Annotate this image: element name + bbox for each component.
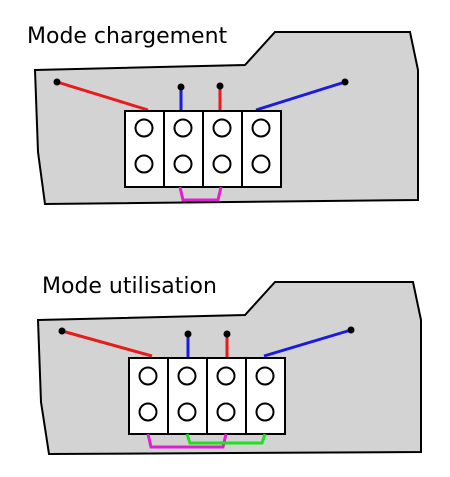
wire-red-left-use	[61, 329, 153, 358]
terminal-screw-charge	[251, 118, 271, 138]
wire-blue-right-charge	[255, 80, 346, 112]
wire-end-blue-right-use	[347, 326, 355, 334]
terminal-screw-charge	[173, 118, 193, 138]
terminal-screw-use	[138, 402, 158, 422]
bridge-magenta-use	[146, 433, 228, 449]
wire-blue-right-use	[263, 328, 352, 358]
terminal-screw-use	[177, 402, 197, 422]
terminal-screw-use	[255, 402, 275, 422]
terminal-screw-use	[138, 366, 158, 386]
wire-end-blue-short-charge	[177, 83, 185, 91]
wire-end-red-left-charge	[53, 78, 61, 86]
terminal-screw-charge	[212, 118, 232, 138]
bridge-magenta-charge	[178, 186, 223, 202]
diagram-title-charge: Mode chargement	[27, 24, 228, 49]
wire-end-blue-right-charge	[341, 78, 349, 86]
wire-end-red-short-charge	[216, 82, 224, 90]
terminal-screw-charge	[134, 118, 154, 138]
terminal-block-use	[128, 357, 286, 435]
terminal-screw-charge	[173, 154, 193, 174]
wire-end-red-short-use	[223, 330, 231, 338]
diagram-use	[36, 281, 422, 456]
terminal-screw-charge	[251, 154, 271, 174]
diagram-title-use: Mode utilisation	[42, 274, 217, 299]
terminal-cell-3-charge	[202, 110, 243, 188]
terminal-screw-use	[255, 366, 275, 386]
wire-end-red-left-use	[58, 327, 66, 335]
bridge-green-use	[185, 433, 267, 445]
diagram-charge	[33, 31, 419, 206]
terminal-screw-charge	[134, 154, 154, 174]
wire-end-blue-short-use	[184, 330, 192, 338]
terminal-screw-charge	[212, 154, 232, 174]
terminal-screw-use	[216, 402, 236, 422]
terminal-screw-use	[216, 366, 236, 386]
wire-red-left-charge	[56, 80, 149, 112]
terminal-block-charge	[124, 110, 282, 188]
terminal-screw-use	[177, 366, 197, 386]
